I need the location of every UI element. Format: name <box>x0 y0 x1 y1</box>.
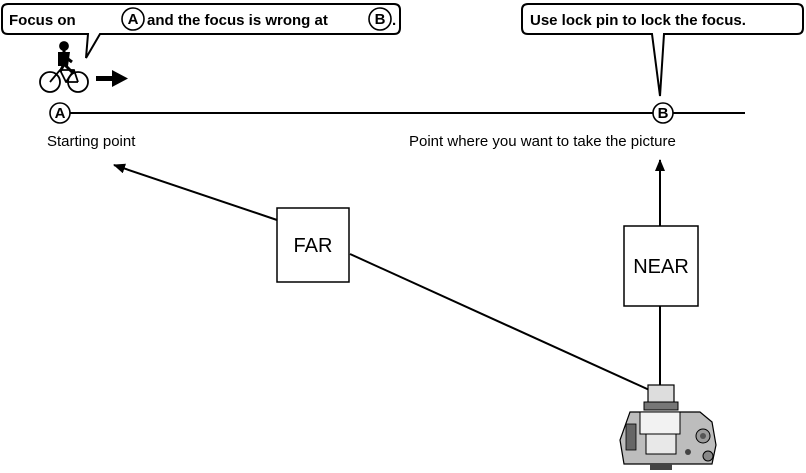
far-label: FAR <box>294 235 333 257</box>
callout-right: Use lock pin to lock the focus. <box>521 3 804 97</box>
callout-left: Focus on A and the focus is wrong at B . <box>1 3 401 59</box>
near-label: NEAR <box>633 256 689 278</box>
callout-left-middle: and the focus is wrong at <box>147 12 328 29</box>
far-box <box>276 207 350 283</box>
near-box <box>623 225 699 307</box>
point-a-label: Starting point <box>47 133 136 150</box>
circled-b-icon <box>368 7 392 31</box>
point-b-letter: B <box>658 105 669 122</box>
callout-left-letter-b: B <box>375 11 386 28</box>
far-line-lower <box>349 253 657 394</box>
camera-icon <box>619 384 717 470</box>
callout-left-letter-a: A <box>128 11 139 28</box>
circled-b-point-icon <box>652 102 674 124</box>
right-arrow-icon <box>96 70 128 87</box>
point-b-marker: B <box>652 102 674 124</box>
point-a-letter: A <box>55 105 66 122</box>
callout-right-text: Use lock pin to lock the focus. <box>530 12 746 29</box>
point-a-marker: A <box>49 102 71 124</box>
callout-left-suffix: . <box>392 12 396 29</box>
circled-a-point-icon <box>49 102 71 124</box>
bicycle-rider-icon <box>39 41 89 93</box>
point-b-label: Point where you want to take the picture <box>409 133 676 150</box>
far-arrow-to-start <box>113 163 278 221</box>
callout-left-prefix: Focus on <box>9 12 76 29</box>
circled-a-icon <box>121 7 145 31</box>
